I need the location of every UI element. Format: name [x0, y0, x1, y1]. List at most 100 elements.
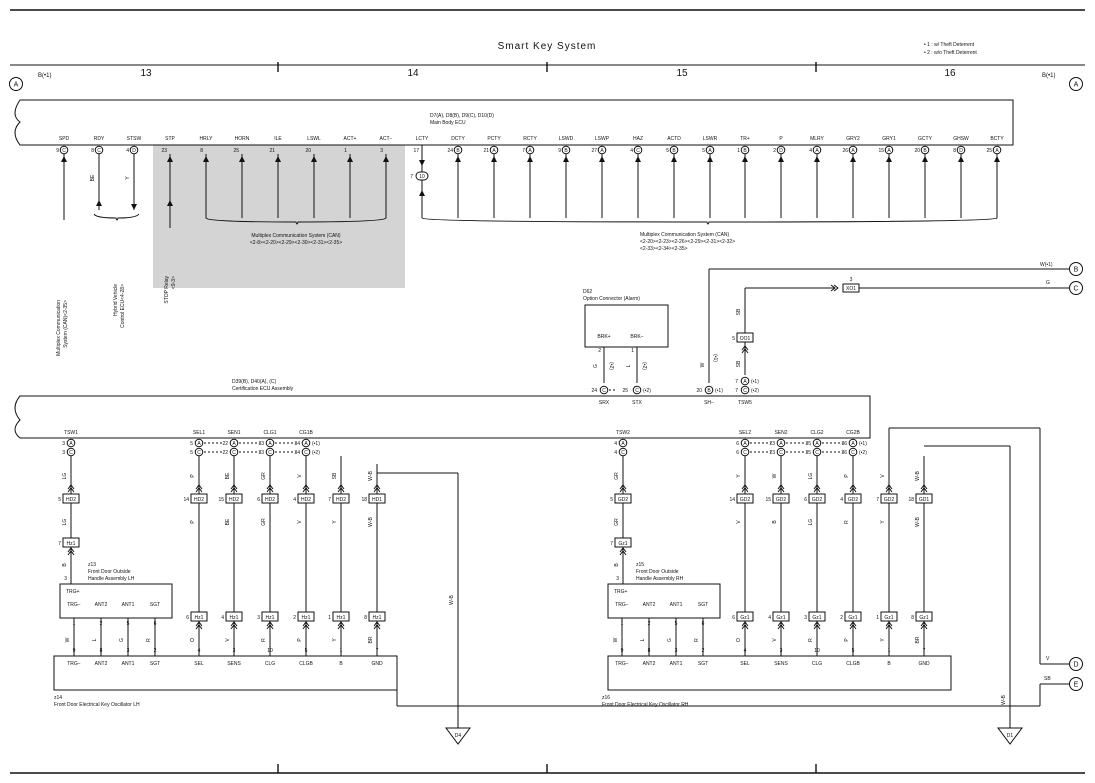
rh-connector-num: 15: [765, 497, 771, 503]
rh-connector-label: GD2: [776, 497, 787, 503]
lh-osc-pin-name: SEL: [194, 661, 204, 667]
edge-marker-d-letter: D: [1073, 662, 1078, 669]
main-ecu-pin-num: 1: [344, 148, 347, 154]
main-ecu-pin: [453, 145, 463, 155]
main-ecu-pin: [129, 145, 139, 155]
main-ecu-wire-arrow: [922, 156, 928, 162]
lh-connector-num: 7: [328, 497, 331, 503]
main-ecu-pin-letter: B: [672, 148, 676, 154]
main-ecu-pin-letter: A: [995, 148, 999, 154]
lh-connector-label: HD2: [301, 497, 311, 503]
rh-handle-pin-name: ANT2: [643, 602, 656, 608]
lh-cert-pin-name: TSW1: [64, 430, 78, 436]
lh-h21-row-label: Hz1: [266, 615, 275, 621]
lh-connector-label: HD2: [265, 497, 275, 503]
lh-cert-pin-name: CLG1: [263, 430, 276, 436]
main-ecu-pin-num: 8: [953, 148, 956, 154]
rh-osc-pin-num: 10: [814, 648, 820, 654]
rh-osc-pin-name: GND: [918, 661, 930, 667]
lh-cert-pin-c: [301, 447, 311, 457]
lh-cert-pin-a: [66, 438, 76, 448]
lh-osc-code: z14: [54, 695, 62, 701]
rh-osc-pin-name: ANT1: [670, 661, 683, 667]
main-ecu-pin-letter: B: [456, 148, 460, 154]
rh-cert-pin-a-letter: A: [851, 441, 855, 447]
lh-cert-pin-c: [194, 447, 204, 457]
main-ecu-pin-name: LSWD: [559, 136, 574, 142]
main-ecu-pin-num: 2: [773, 148, 776, 154]
main-ecu-pin-name: RDY: [94, 136, 105, 142]
srx-wire-color: G: [593, 364, 599, 368]
rh-lower-wire-color: R: [694, 638, 700, 642]
main-ecu-pin: [489, 145, 499, 155]
w-wire-note: (•1): [712, 354, 718, 362]
lh-upper-wire-color: P: [190, 474, 196, 478]
main-ecu-pin-num: 3: [380, 148, 383, 154]
rh-osc-pin-name: SEL: [740, 661, 750, 667]
stx-wire-note: (•2): [641, 362, 647, 370]
rh-cert-pin-c-letter: C: [621, 450, 625, 456]
lh-cert-pin-c-letter: C: [304, 450, 308, 456]
lh-osc-pin-name: TRG−: [67, 661, 81, 667]
rh-connector-num: 7: [876, 497, 879, 503]
main-ecu-pin: [705, 145, 715, 155]
lh-cert-pin-a-num: 22: [222, 441, 228, 447]
rh-upper-wire-color: P: [844, 474, 850, 478]
top-right-wire-label: B(•1): [1042, 73, 1055, 79]
lh-handle-pin-name: SGT: [150, 602, 160, 608]
lh-osc-pin-num: 7: [376, 648, 379, 654]
rh-h21-top-num: 7: [610, 541, 613, 547]
rh-connector-num: 5: [610, 497, 613, 503]
rh-h21-row-num: 1: [876, 615, 879, 621]
main-ecu-subtitle: Main Body ECU: [430, 120, 466, 126]
lh-cert-pin-c-letter: C: [268, 450, 272, 456]
rh-cert-pin-a: [740, 438, 750, 448]
spd-ref-line2: System (CAN)<2-35>: [63, 300, 69, 348]
lh-cert-pin-c-letter: C: [69, 450, 73, 456]
lh-cert-pin-a: [265, 438, 275, 448]
main-ecu-wire-arrow: [563, 156, 569, 162]
edge-marker-right-a-letter: A: [1074, 82, 1079, 89]
lh-lower-wire-color: V: [225, 638, 231, 642]
rh-cert-pin-c-letter: C: [815, 450, 819, 456]
main-ecu-pin: [884, 145, 894, 155]
srx-pin-name: SRX: [599, 400, 610, 406]
srx-pin: [599, 385, 609, 395]
stop-ref-line1: STOP Relay: [164, 276, 170, 304]
main-ecu-wire-arrow: [814, 156, 820, 162]
main-ecu-pin-letter: D: [959, 148, 963, 154]
rh-cert-pin-a: [812, 438, 822, 448]
main-ecu-pin: [94, 145, 104, 155]
lh-handle-pin-top: 3: [64, 576, 67, 582]
lh-cert-pin-c-num: 34: [294, 450, 300, 456]
main-ecu-pin-letter: C: [62, 148, 66, 154]
lh-handle-code: z13: [88, 562, 96, 568]
rh-h21-row-label: Gz1: [884, 615, 893, 621]
rh-h21-row-num: 6: [732, 615, 735, 621]
rh-lower-wire-color: O: [736, 638, 742, 642]
rh-h21-row-label: Gz1: [919, 615, 928, 621]
main-ecu-wire-arrow: [671, 156, 677, 162]
rh-lower-wire-color: G: [667, 638, 673, 642]
main-ecu-pin-letter: B: [564, 148, 568, 154]
sh-pin-num: 20: [696, 388, 702, 394]
lh-osc-pin-num: 3: [233, 648, 236, 654]
rh-connector-label: GD2: [740, 497, 751, 503]
rh-upper-wire-color: W: [772, 473, 778, 478]
handle-assembly-rh-box: [607, 583, 721, 619]
can-left-ref-line1: Multiplex Communication System (CAN): [251, 233, 341, 239]
main-ecu-pin-num: 26: [842, 148, 848, 154]
sb-wire-color: SB: [736, 308, 742, 315]
rh-lower-wire-color: BR: [915, 636, 921, 643]
lh-upper-wire-color: V: [297, 474, 303, 478]
lh-osc-name: Front Door Electrical Key Oscillator LH: [54, 702, 140, 708]
edge-marker-c: [1069, 281, 1083, 295]
rh-osc-code: z16: [602, 695, 610, 701]
lh-cert-pin-c: [66, 447, 76, 457]
rh-lower-wire-color: L: [640, 638, 646, 641]
main-ecu-box: [14, 99, 1014, 146]
lh-mid-wire-color: V: [297, 520, 303, 524]
stx-pin-letter: C: [635, 388, 639, 394]
main-ecu-pin-letter: B: [743, 148, 747, 154]
